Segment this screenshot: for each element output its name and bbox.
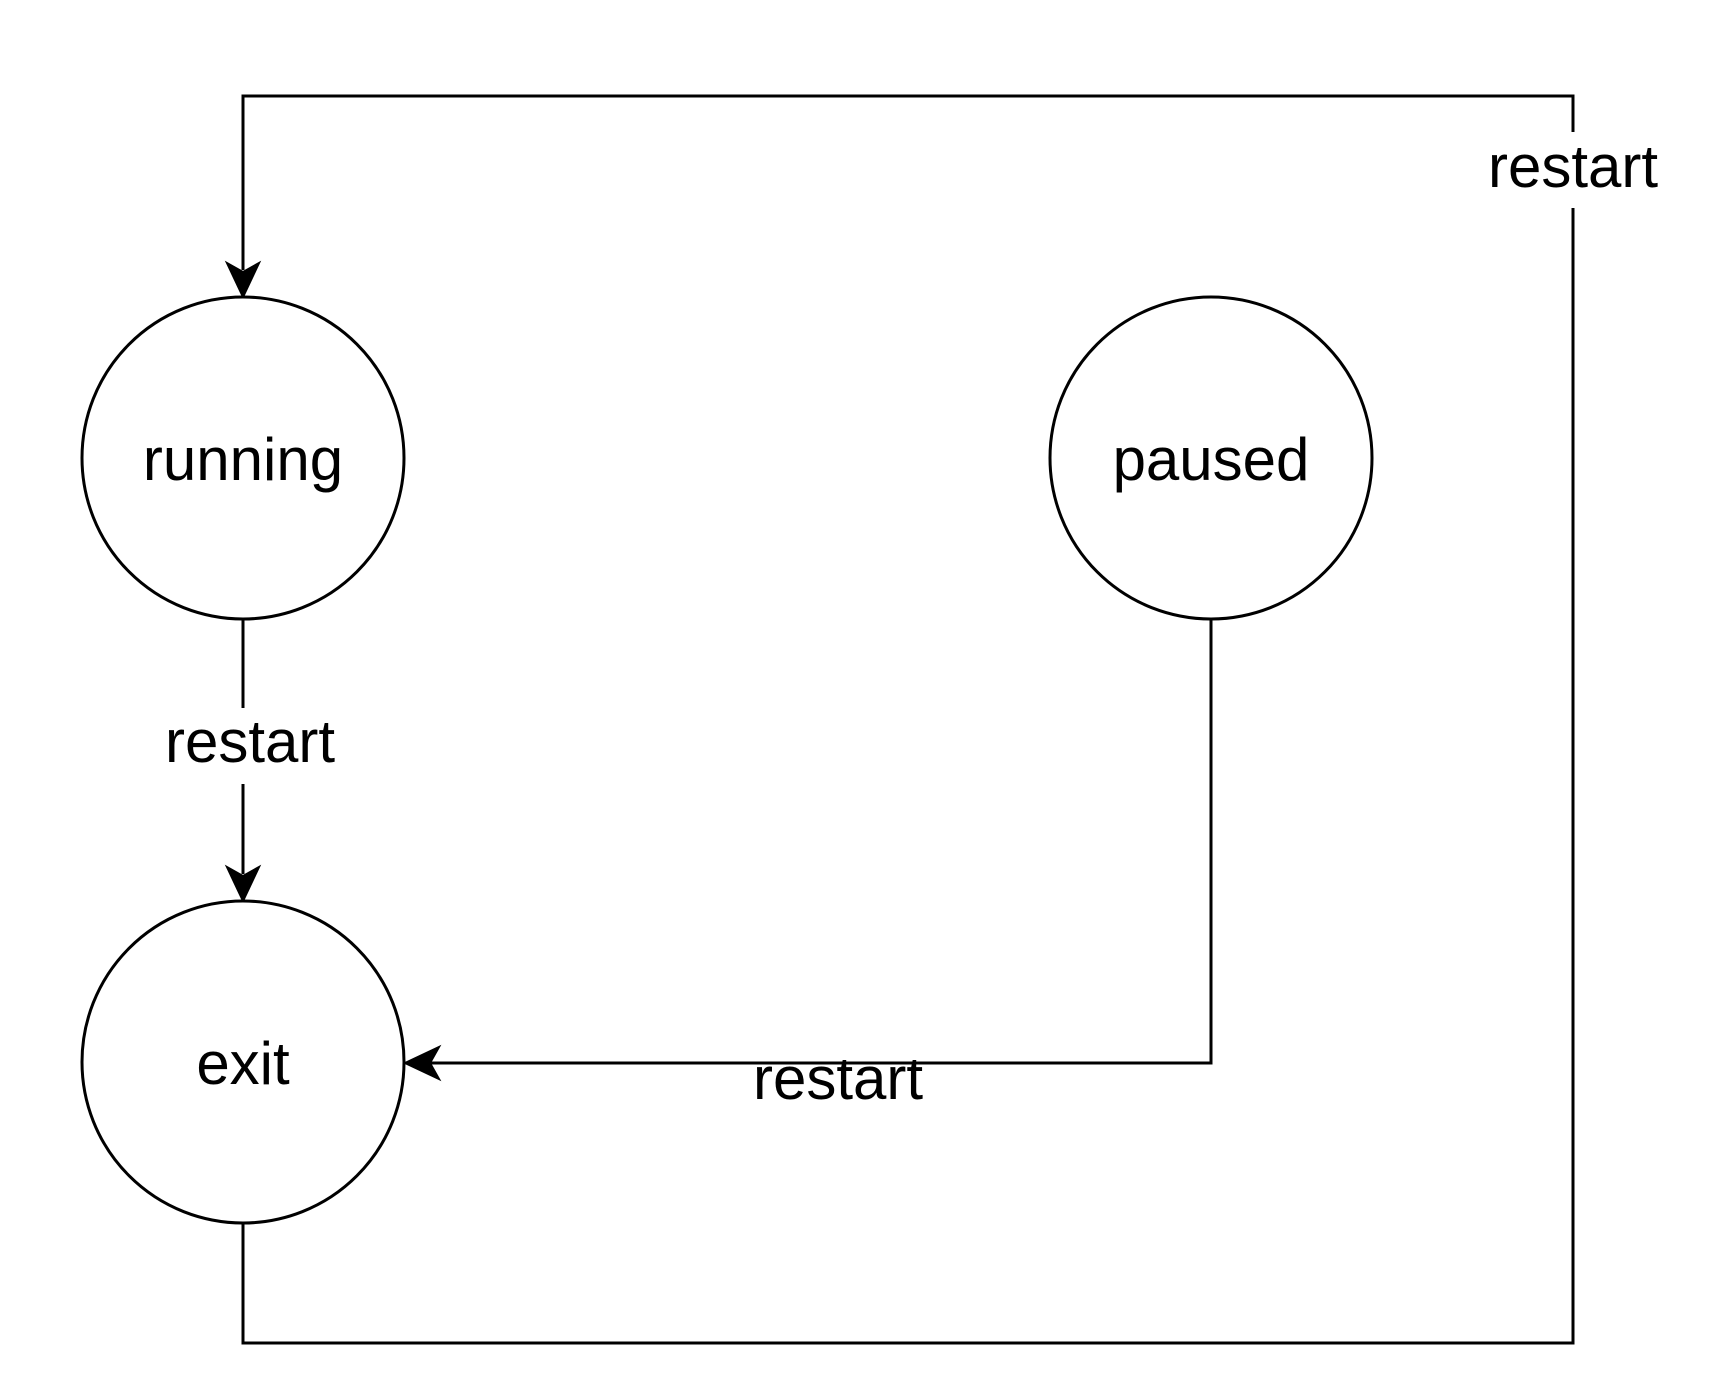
state-running[interactable]: running — [80, 295, 406, 621]
edge-paused-to-exit-arrowhead — [402, 1044, 442, 1082]
state-paused[interactable]: paused — [1048, 295, 1374, 621]
state-running-label: running — [143, 426, 343, 493]
edge-running-to-exit-arrowhead — [224, 864, 262, 904]
state-exit-circle — [80, 899, 406, 1225]
state-exit[interactable]: exit — [80, 899, 406, 1225]
edge-label-paused-to-exit: restart — [753, 1045, 923, 1112]
edge-exit-to-running-arrowhead — [224, 260, 262, 300]
edge-label-exit-to-running-bg — [1481, 132, 1665, 208]
state-running-circle — [80, 295, 406, 621]
edge-paused-to-exit — [402, 620, 1213, 1082]
edge-label-exit-to-running: restart — [1481, 132, 1665, 208]
state-paused-label: paused — [1113, 426, 1310, 493]
edge-label-running-to-exit-bg — [151, 708, 335, 784]
edge-exit-to-running-line — [241, 94, 1575, 1345]
state-exit-label: exit — [196, 1030, 290, 1097]
edge-paused-to-exit-line — [430, 620, 1213, 1065]
edge-label-running-to-exit: restart — [151, 708, 335, 784]
edge-label-running-to-exit-text: restart — [165, 708, 335, 775]
edge-label-paused-to-exit-text: restart — [753, 1045, 923, 1112]
state-paused-circle — [1048, 295, 1374, 621]
edge-exit-to-running — [224, 94, 1575, 1345]
edge-label-exit-to-running-text: restart — [1488, 133, 1658, 200]
